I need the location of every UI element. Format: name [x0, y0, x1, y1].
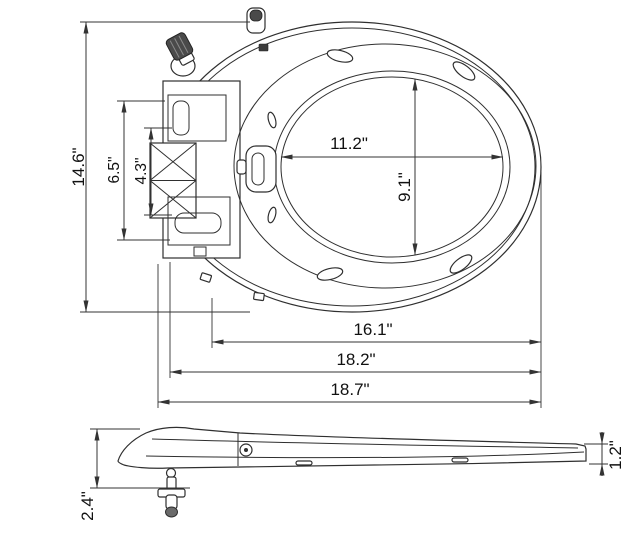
dim-overall-depth-label: 14.6": [69, 147, 88, 186]
bracket-diagonal-4: [149, 180, 197, 219]
inlet-cap-group: [165, 32, 195, 66]
upper-compartment: [167, 94, 227, 142]
dim-seat-body-length: 18.2": [169, 262, 542, 378]
dim-side-rear-height-labelwrap: 2.4": [78, 491, 97, 521]
detail-marks: [199, 43, 269, 302]
control-unit: [149, 80, 241, 259]
dim-panel-height-labelwrap: 6.5": [106, 156, 123, 183]
hinge-pin-center: [244, 448, 248, 452]
side-bumper-feet: [295, 457, 469, 466]
small-fitting: [193, 246, 207, 257]
top-knob: [246, 7, 266, 34]
dim-opening-depth: 9.1": [395, 78, 418, 256]
bumper-top-right: [452, 61, 476, 81]
dim-overall-length-label: 18.7": [330, 380, 369, 399]
cap-ridge-3: [178, 35, 189, 54]
top-view: [149, 7, 542, 313]
hatch-tab: [236, 159, 247, 175]
dim-side-front-height-labelwrap: 1.2": [606, 440, 625, 470]
hatch-slot: [251, 152, 265, 186]
dim-seat-body-length-label: 18.2": [336, 350, 375, 369]
top-view-dimensions: 14.6" 6.5" 4.3" 11.2" 9.1": [69, 21, 542, 408]
ring-outer-line: [233, 43, 537, 289]
nozzle-hatch: [236, 145, 277, 193]
clip-mark-bottom-right: [253, 291, 265, 302]
side-view: [117, 426, 587, 518]
dim-panel-inner-label: 4.3": [133, 157, 150, 184]
side-water-valve: [157, 467, 186, 518]
side-view-dimensions: 2.4" 1.2": [78, 428, 625, 521]
dim-side-rear-height-label: 2.4": [78, 491, 97, 521]
bumper-side-upper: [267, 111, 277, 129]
lid-seat-seam-upper: [151, 438, 579, 449]
dim-opening-depth-labelwrap: 9.1": [395, 172, 414, 202]
lid-seat-seam-lower: [145, 451, 585, 459]
dim-panel-inner-height: 4.3": [133, 127, 172, 216]
bracket-diagonal-2: [149, 142, 197, 181]
side-hinge: [239, 443, 253, 457]
knob-cap: [249, 9, 263, 22]
dim-overall-depth-labelwrap: 14.6": [69, 147, 88, 186]
lower-nozzle-slot: [174, 212, 222, 234]
water-inlet-fitting: [165, 32, 196, 77]
upper-nozzle-slot: [172, 100, 190, 136]
lower-compartment: [167, 196, 231, 246]
dim-mounting-to-front: 16.1": [211, 172, 542, 408]
dim-overall-depth: 14.6": [69, 21, 250, 313]
valve-inlet-port: [165, 467, 177, 479]
foot-right: [451, 457, 469, 463]
dim-side-front-height: 1.2": [584, 432, 625, 476]
dim-opening-depth-label: 9.1": [395, 172, 414, 202]
cross-braced-bracket: [149, 142, 197, 219]
foot-left: [295, 460, 313, 466]
clip-mark-bottom-left: [199, 272, 213, 283]
opening-inner-line: [280, 76, 504, 258]
seat-bumpers: [267, 49, 476, 281]
dim-opening-width: 11.2": [280, 134, 504, 160]
side-profile-outline: [117, 426, 587, 469]
cap-ridge-1: [169, 40, 180, 58]
hatch-door: [245, 145, 277, 193]
valve-connector-tip: [165, 506, 178, 518]
bumper-top-left: [326, 49, 354, 63]
dim-side-rear-height: 2.4": [78, 428, 190, 521]
clip-mark-top: [258, 43, 269, 52]
bumper-bottom-right: [449, 254, 473, 274]
dim-opening-width-label: 11.2": [330, 134, 368, 153]
cap-ridge-2: [174, 38, 184, 56]
dim-panel-height-label: 6.5": [106, 156, 123, 183]
dim-panel-height: 6.5": [106, 100, 170, 241]
dim-overall-length: 18.7": [157, 264, 542, 408]
dim-panel-inner-labelwrap: 4.3": [133, 157, 150, 184]
dim-mounting-to-front-label: 16.1": [353, 320, 392, 339]
dim-side-front-height-label: 1.2": [606, 440, 625, 470]
bumper-bottom-left: [316, 267, 344, 281]
bumper-side-lower: [267, 206, 277, 224]
